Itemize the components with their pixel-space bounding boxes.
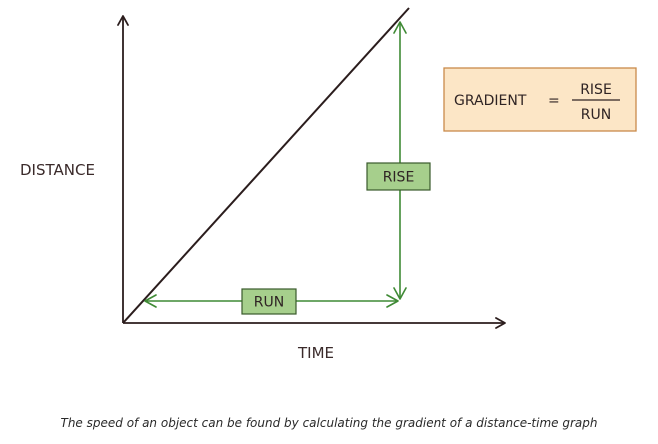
formula-denominator: RUN <box>581 107 611 123</box>
formula-numerator: RISE <box>580 82 612 98</box>
formula-lhs: GRADIENT <box>454 93 527 109</box>
y-axis-label: DISTANCE <box>20 161 95 179</box>
run-label: RUN <box>254 295 284 311</box>
formula-equals: = <box>548 93 560 109</box>
rise-label: RISE <box>383 170 415 186</box>
caption: The speed of an object can be found by c… <box>60 416 598 430</box>
rise-label-box: RISE <box>366 162 431 191</box>
x-axis-label: TIME <box>297 344 334 362</box>
gradient-formula-box: GRADIENT = RISE RUN <box>443 67 637 132</box>
distance-time-diagram: RUN RISE DISTANCE TIME GRADIENT = RISE R… <box>20 7 637 362</box>
run-label-box: RUN <box>241 288 297 315</box>
distance-time-line <box>122 7 410 324</box>
